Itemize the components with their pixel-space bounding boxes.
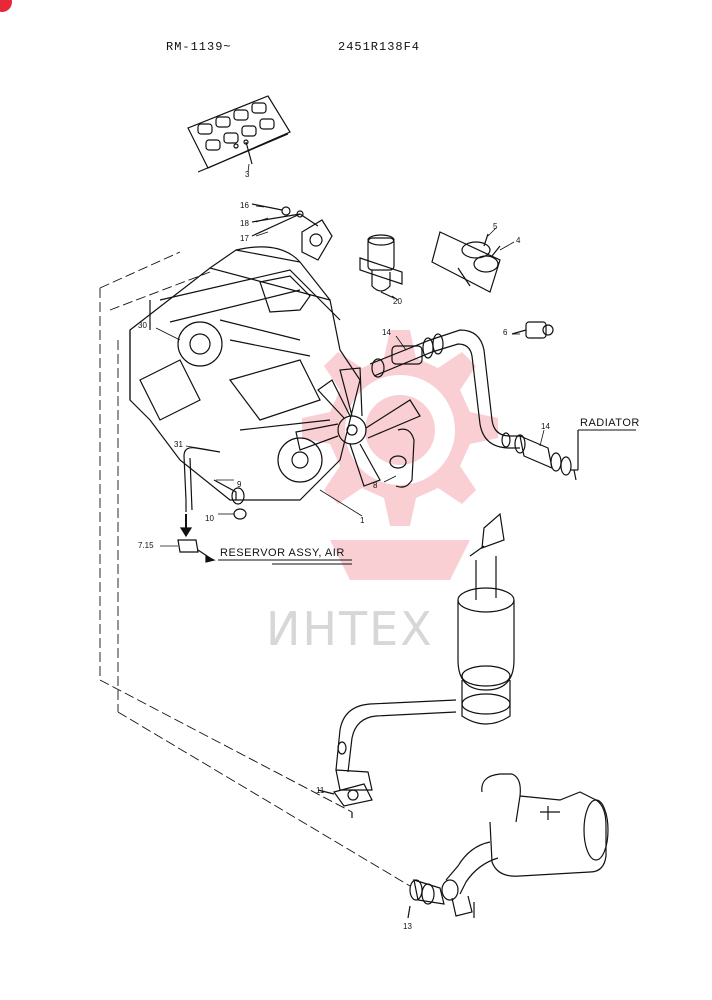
thermostat-housing-part: [299, 213, 333, 261]
engine-block-part: [129, 246, 361, 501]
muffler-part: [335, 512, 515, 773]
cooling-fan-part: [295, 367, 421, 487]
watermark-gear-icon: [302, 330, 498, 580]
drawing-code-label: 2451R138F4: [338, 40, 421, 54]
exhaust-gasket-part: [317, 769, 373, 818]
callout-4: 4: [516, 236, 521, 245]
callout-10: 10: [205, 514, 214, 523]
silencer-part: [407, 773, 609, 919]
routing-dash-lines: [99, 251, 411, 887]
callout-18: 18: [240, 219, 249, 228]
callout-30: 30: [138, 321, 147, 330]
callout-20: 20: [393, 297, 402, 306]
callout-17: 17: [240, 234, 249, 243]
callout-16: 16: [240, 201, 249, 210]
fuel-filter-part: [359, 234, 403, 299]
radiator-leader-line: [570, 429, 636, 471]
corner-badge: [0, 0, 12, 12]
radiator-label: RADIATOR: [580, 417, 640, 429]
callout-9: 9: [237, 480, 242, 489]
callout-6: 6: [503, 328, 508, 337]
callout-13: 13: [403, 922, 412, 931]
callout-11: 11: [316, 786, 325, 795]
callout-7-15: 7.15: [138, 541, 154, 550]
callout-14-lower: 14: [541, 422, 550, 431]
reservoir-label: RESERVOR ASSY, AIR: [220, 547, 345, 559]
callout-31: 31: [174, 440, 183, 449]
callout-1: 1: [360, 516, 365, 525]
bolt-set-part: [251, 203, 304, 237]
relay-part: [431, 231, 501, 293]
callout-5: 5: [493, 222, 498, 231]
watermark-text: ИНТЕХ: [266, 602, 434, 656]
lower-hose-part: [501, 432, 577, 481]
callout-3: 3: [245, 170, 250, 179]
reservoir-arrow: [177, 514, 216, 563]
switch-part: [511, 321, 554, 339]
callout-leaders: [155, 163, 545, 547]
callout-14-upper: 14: [382, 328, 391, 337]
head-gasket-part: [187, 95, 291, 173]
model-range-label: RM-1139~: [166, 40, 232, 54]
clamp-part: [389, 428, 415, 488]
callout-8: 8: [373, 481, 378, 490]
